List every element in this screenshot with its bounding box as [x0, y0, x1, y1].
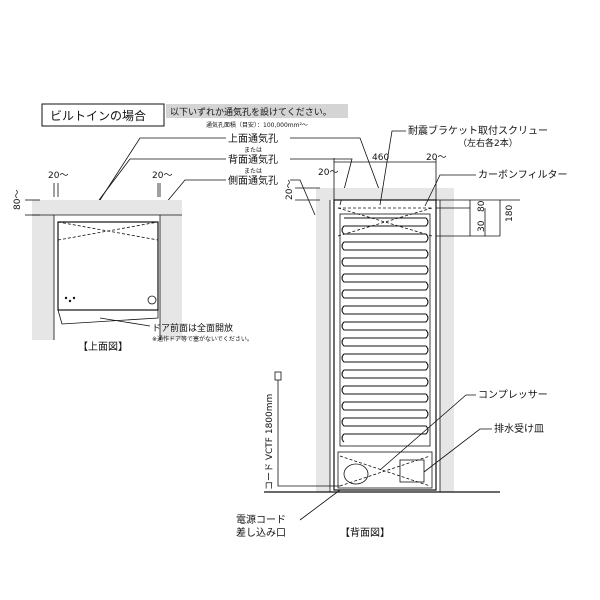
cord-spec: コード VCTF 1800mm [265, 394, 275, 490]
back-dim-top: 20〜 [285, 180, 295, 200]
back-view: コード VCTF 1800mm 460 20〜 20〜 20〜 30 80 18… [236, 124, 568, 539]
top-view-wall-top [32, 200, 182, 215]
dim-30: 30 [477, 220, 487, 232]
vent-or-2: または [244, 168, 262, 175]
top-view-wall-right [160, 215, 182, 340]
vent-area-note: 通気孔面積（目安）：100,000mm²〜 [206, 121, 308, 129]
power-plug [274, 371, 282, 381]
vent-top-label: 上面通気孔 [228, 132, 278, 145]
bracket-sub: （左右各2本） [458, 137, 518, 149]
top-view: 20〜 20〜 80〜 ドア前面は全面開放 ※通作ドア等で塞がないでください。 … [13, 171, 253, 353]
cord-inlet-label: 差し込み口 [236, 526, 286, 539]
compressor-box [337, 451, 433, 489]
instruction-text: 以下いずれか通気孔を設けてください。 [170, 106, 332, 118]
top-view-caption: 【上面図】 [78, 341, 128, 353]
compressor [343, 463, 369, 485]
leader-back-vent [89, 158, 226, 213]
vent-back-label: 背面通気孔 [228, 153, 278, 166]
top-view-dim-right: 20〜 [152, 171, 172, 181]
power-cord [277, 380, 340, 487]
back-view-wall-right [440, 200, 454, 492]
vent-or-1: または [244, 147, 262, 154]
back-view-wall-top [316, 188, 454, 200]
dim-180: 180 [505, 205, 515, 222]
door-note: ドア前面は全面開放 [152, 322, 233, 334]
dim-460: 460 [372, 153, 389, 163]
top-view-door [57, 309, 159, 325]
title-box [41, 103, 165, 127]
bracket-label: 耐震ブラケット取付スクリュー [408, 124, 548, 137]
back-dim-right: 20〜 [426, 153, 446, 163]
title-text: ビルトインの場合 [50, 108, 146, 123]
back-view-cabinet [333, 199, 437, 491]
top-view-knob [147, 295, 157, 305]
leader-top-vent-right [290, 137, 384, 201]
drain-pan [399, 459, 425, 483]
top-view-dim-left: 20〜 [48, 171, 68, 181]
compressor-label: コンプレッサー [478, 389, 548, 401]
back-dim-left: 20〜 [318, 168, 338, 178]
leader-top-vent [99, 137, 226, 201]
condenser-coil [339, 213, 431, 447]
carbon-filter-label: カーボンフィルター [478, 169, 568, 181]
top-view-cabinet [57, 221, 159, 311]
dim-80: 80 [477, 200, 487, 212]
drain-pan-label: 排水受け皿 [494, 422, 544, 435]
top-view-wall-left [32, 215, 54, 340]
door-subnote: ※通作ドア等で塞がないでください。 [152, 335, 253, 343]
back-view-wall-left [316, 200, 330, 492]
leader-side-vent-right [290, 179, 316, 216]
power-cord-label: 電源コード [236, 513, 286, 526]
vent-side-label: 側面通気孔 [228, 174, 278, 187]
instruction-band [166, 104, 348, 118]
back-view-caption: 【背面図】 [340, 526, 390, 539]
top-view-dim-side: 80〜 [13, 190, 23, 210]
